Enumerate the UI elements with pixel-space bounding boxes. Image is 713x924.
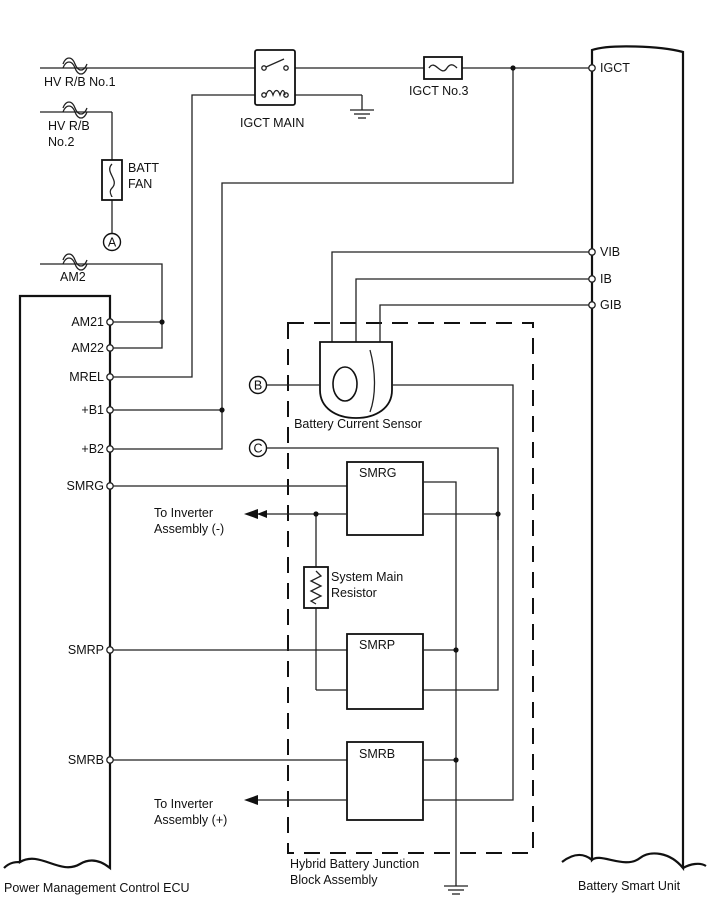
relay-smrp: [346, 633, 424, 710]
ground-icon: [350, 109, 374, 119]
ground-icon: [444, 885, 468, 895]
to-inverter-positive-2: Assembly (+): [154, 813, 227, 827]
connector-a: A: [102, 232, 122, 252]
fuse-hv-rb-no2-label-1: HV R/B: [48, 119, 90, 133]
negative-wires: [258, 448, 499, 691]
ecu-pin-b2: +B2: [81, 442, 104, 456]
to-inverter-positive-1: To Inverter: [154, 797, 213, 811]
junction-block-outline: [287, 322, 534, 854]
svg-text:A: A: [108, 236, 117, 250]
junction-name-1: Hybrid Battery Junction: [290, 857, 419, 871]
bsu-pin-ib: IB: [600, 272, 612, 286]
ecu-pin-smrg: SMRG: [67, 479, 105, 493]
igct-main-label: IGCT MAIN: [240, 116, 304, 130]
fuse-igct-no3-label: IGCT No.3: [409, 84, 469, 98]
sensor-wires: [331, 251, 589, 342]
bsu-pins: [588, 64, 596, 309]
bsu-pin-igct: IGCT: [600, 61, 630, 75]
bsu-name: Battery Smart Unit: [578, 879, 681, 893]
to-inverter-negative-1: To Inverter: [154, 506, 213, 520]
ecu-pin-am22: AM22: [71, 341, 104, 355]
relay-smrg: [346, 461, 424, 536]
igct-supply-wires: [40, 67, 592, 450]
relay-smrb-label: SMRB: [359, 747, 395, 761]
fuse-batt-fan-label-1: BATT: [128, 161, 159, 175]
battery-current-sensor-label: Battery Current Sensor: [294, 417, 422, 431]
arrow-inverter-negative-head: [244, 509, 258, 519]
battery-smart-unit: [561, 45, 707, 872]
fuse-hv-rb-no1-label: HV R/B No.1: [44, 75, 116, 89]
resistor-label-1: System Main: [331, 570, 403, 584]
bsu-pin-gib: GIB: [600, 298, 622, 312]
c-wire: [267, 447, 499, 691]
ecu-pin-smrb: SMRB: [68, 753, 104, 767]
relay-smrp-label: SMRP: [359, 638, 395, 652]
fuse-batt-fan: [101, 159, 123, 201]
to-inverter-negative-2: Assembly (-): [154, 522, 224, 536]
relay-control-wires: [113, 485, 347, 761]
battery-current-sensor: [319, 341, 393, 419]
ecu-pin-smrp: SMRP: [68, 643, 104, 657]
ecu-pin-b1: +B1: [81, 403, 104, 417]
arrow-inverter-positive-head: [244, 795, 258, 805]
fuse-hv-rb-no2: [62, 101, 88, 119]
relay-smrb: [346, 741, 424, 821]
fuse-hv-rb-no1: [62, 57, 88, 75]
junction-name-2: Block Assembly: [290, 873, 378, 887]
fuse-am2: [62, 253, 88, 271]
ecu-pin-am21: AM21: [71, 315, 104, 329]
fuse-am2-label: AM2: [60, 270, 86, 284]
ecu-pins: [106, 318, 114, 764]
b-positive-wires: [267, 384, 514, 801]
fuse-batt-fan-label-2: FAN: [128, 177, 152, 191]
system-main-resistor: [303, 566, 329, 609]
fuse-igct-no3: [423, 56, 463, 80]
igct-main-relay: [254, 49, 296, 106]
bsu-pin-vib: VIB: [600, 245, 620, 259]
am2-wires: [40, 263, 163, 349]
ecu-pin-mrel: MREL: [69, 370, 104, 384]
svg-text:B: B: [254, 379, 262, 393]
relay-smrg-label: SMRG: [359, 466, 397, 480]
connector-b: B: [248, 375, 268, 395]
ground-bus-wires: [423, 481, 457, 886]
fuse-hv-rb-no2-label-2: No.2: [48, 135, 74, 149]
resistor-label-2: Resistor: [331, 586, 377, 600]
ecu-body: [3, 294, 112, 871]
svg-text:C: C: [253, 442, 262, 456]
ecu-name: Power Management Control ECU: [4, 881, 190, 895]
batt-fan-wires: [40, 111, 113, 234]
connector-c: C: [248, 438, 268, 458]
